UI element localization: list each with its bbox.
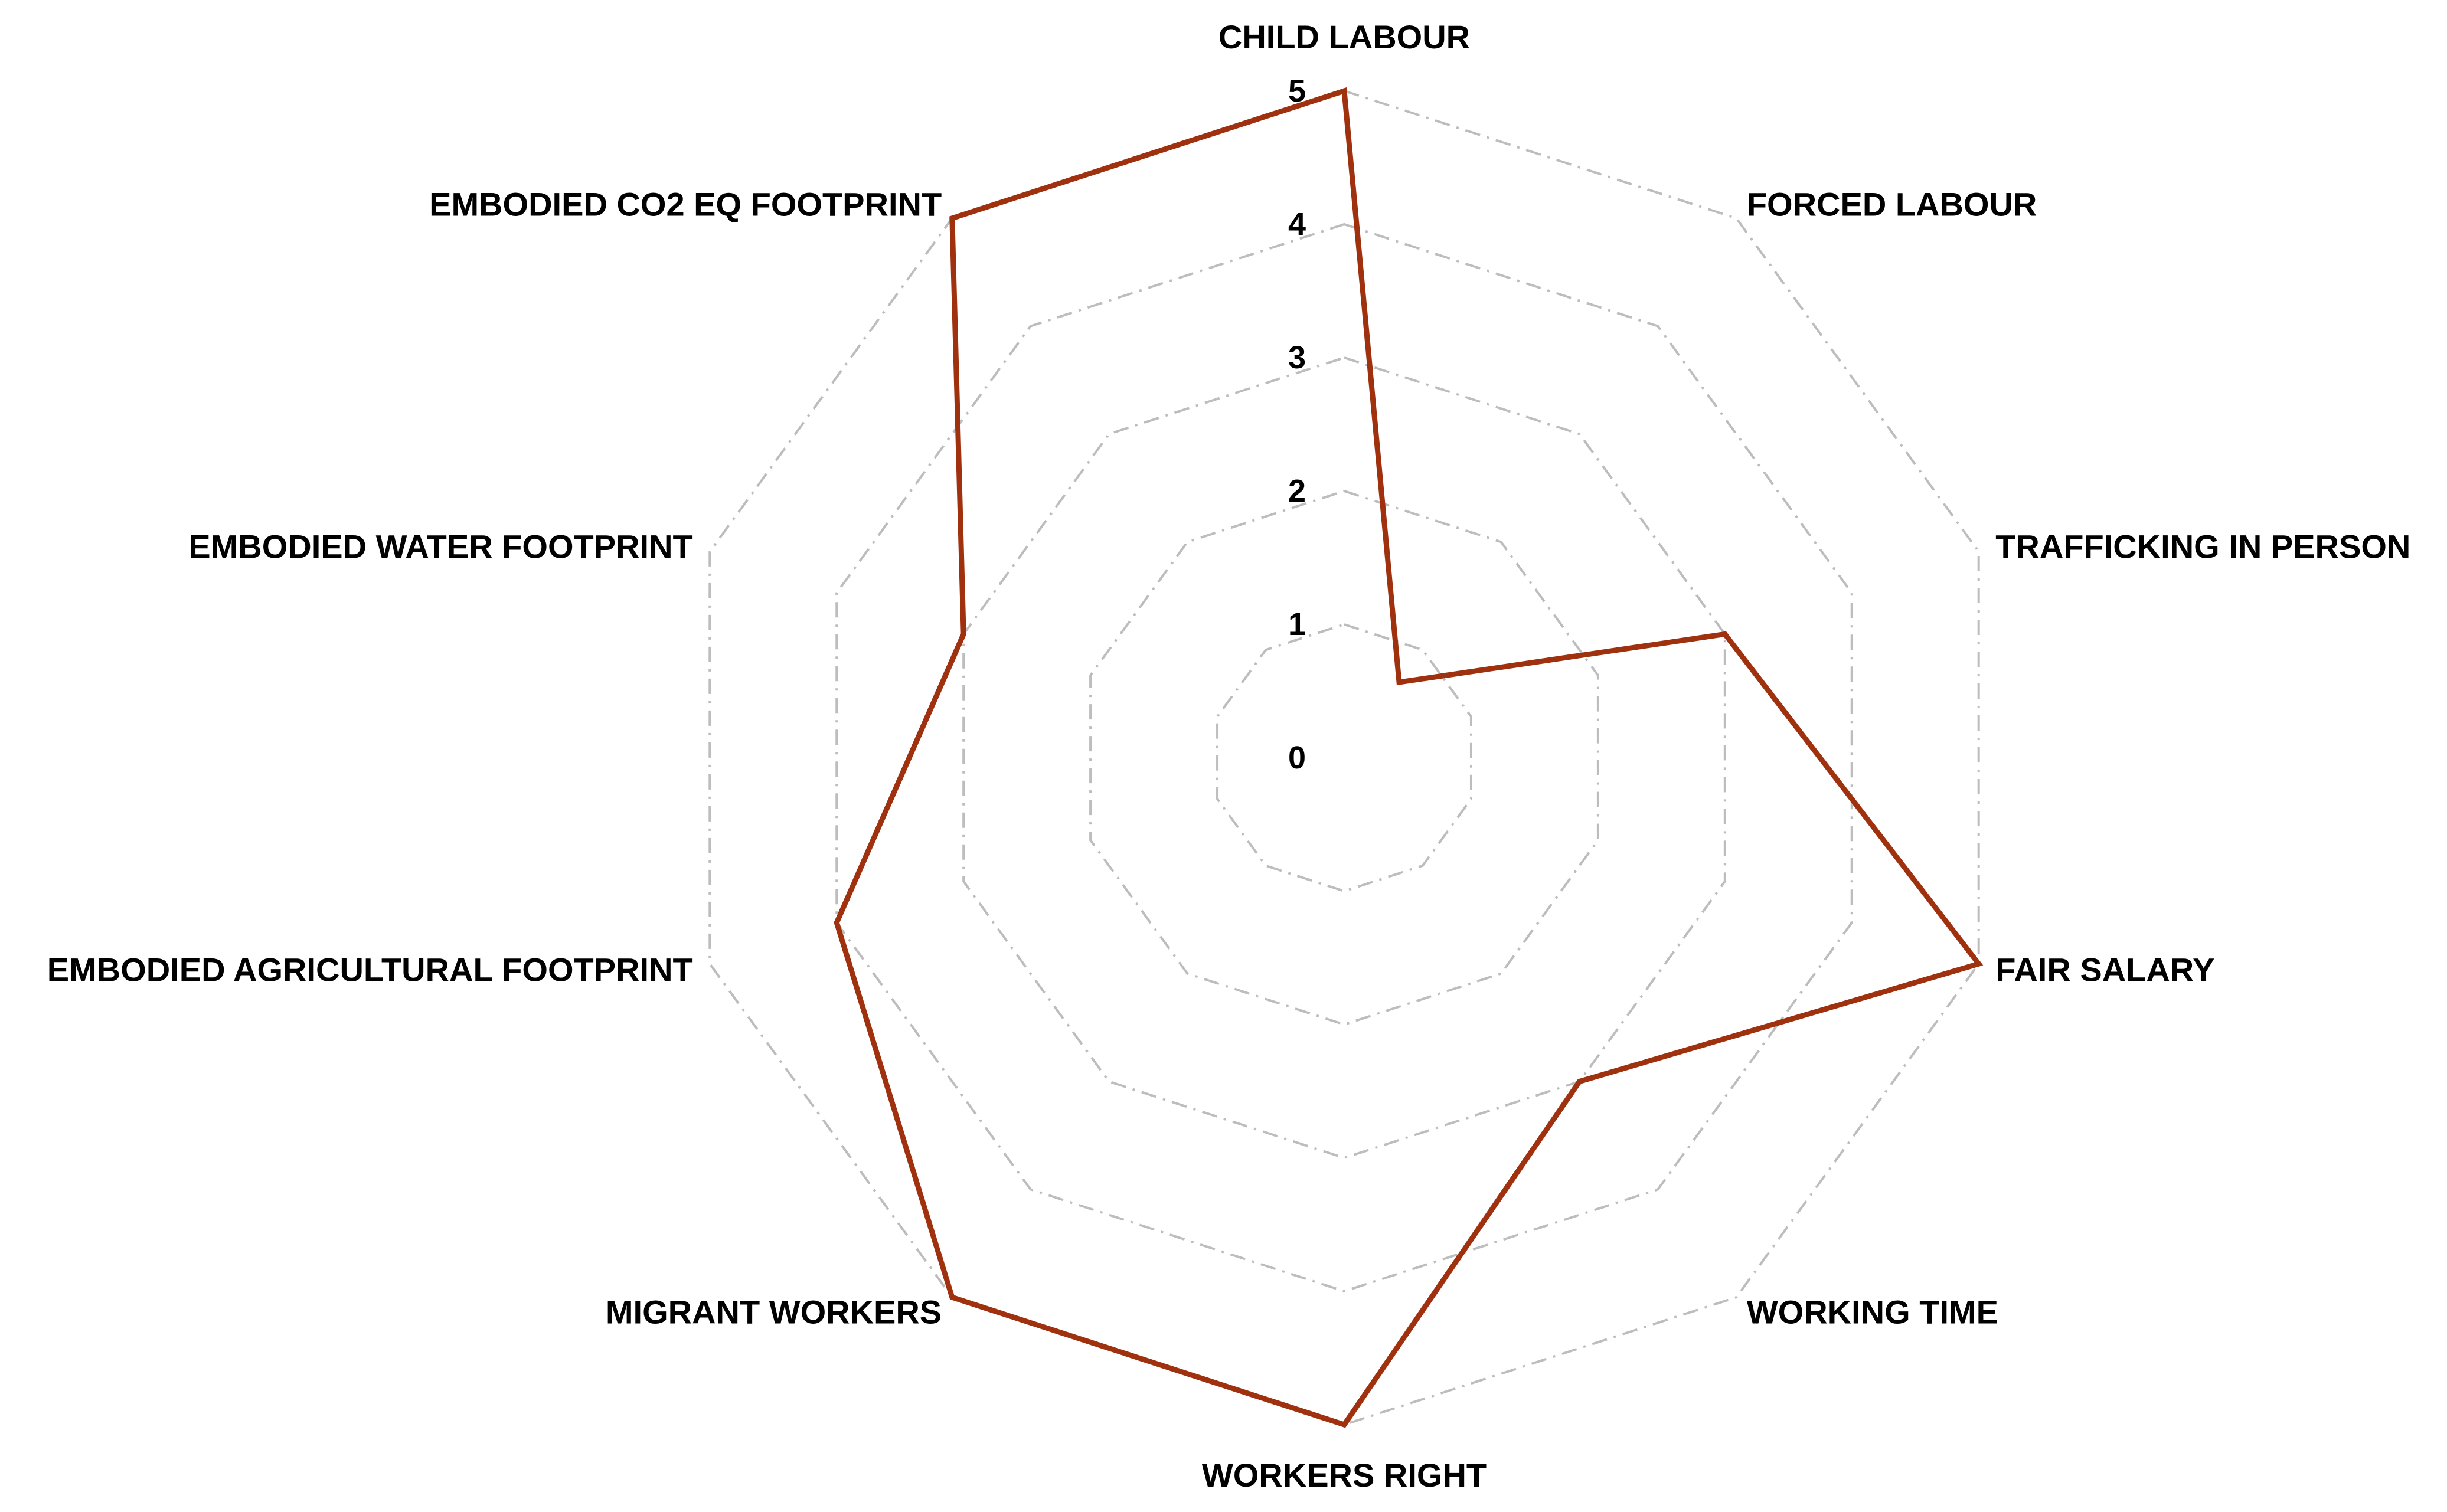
data-point (1976, 961, 1982, 967)
grid-ring-4 (835, 222, 1853, 1293)
tick-label: 3 (1288, 340, 1306, 375)
data-point (960, 631, 966, 637)
grid-ring-5 (708, 89, 1980, 1426)
category-label: EMBODIED WATER FOOTPRINT (188, 528, 693, 565)
category-label: EMBODIED AGRICULTURAL FOOTPRINT (47, 951, 693, 988)
data-point (834, 919, 839, 925)
tick-labels: 0 1 2 3 4 5 (1288, 73, 1306, 775)
category-labels: CHILD LABOUR FORCED LABOUR TRAFFICKING IN … (47, 18, 2411, 1494)
category-label: FAIR SALARY (1995, 951, 2214, 988)
category-label: FORCED LABOUR (1747, 186, 2037, 223)
tick-label: 5 (1288, 73, 1306, 109)
data-point (949, 215, 955, 221)
grid-layer (708, 89, 1980, 1426)
data-point (1341, 88, 1347, 94)
category-label: EMBODIED CO2 EQ FOOTPRINT (429, 186, 942, 223)
data-point (949, 1294, 955, 1300)
series-line-0 (834, 87, 1984, 1428)
grid-ring-3 (962, 356, 1726, 1160)
category-label: MIGRANT WORKERS (606, 1293, 942, 1330)
tick-label: 4 (1288, 207, 1306, 242)
data-point (1396, 679, 1402, 685)
category-label: WORKING TIME (1747, 1293, 1998, 1330)
category-label: CHILD LABOUR (1218, 18, 1470, 55)
grid-ring-2 (1089, 489, 1599, 1026)
tick-label: 1 (1288, 607, 1306, 642)
grid-ring-1 (1216, 623, 1472, 893)
data-point (1577, 1079, 1583, 1085)
series-layer (834, 87, 1984, 1428)
data-point (1341, 1422, 1347, 1428)
tick-label: 0 (1288, 740, 1306, 775)
category-label: TRAFFICKING IN PERSON (1995, 528, 2410, 565)
tick-label: 2 (1288, 473, 1306, 509)
category-label: WORKERS RIGHT (1202, 1457, 1487, 1494)
data-point (1722, 631, 1728, 637)
